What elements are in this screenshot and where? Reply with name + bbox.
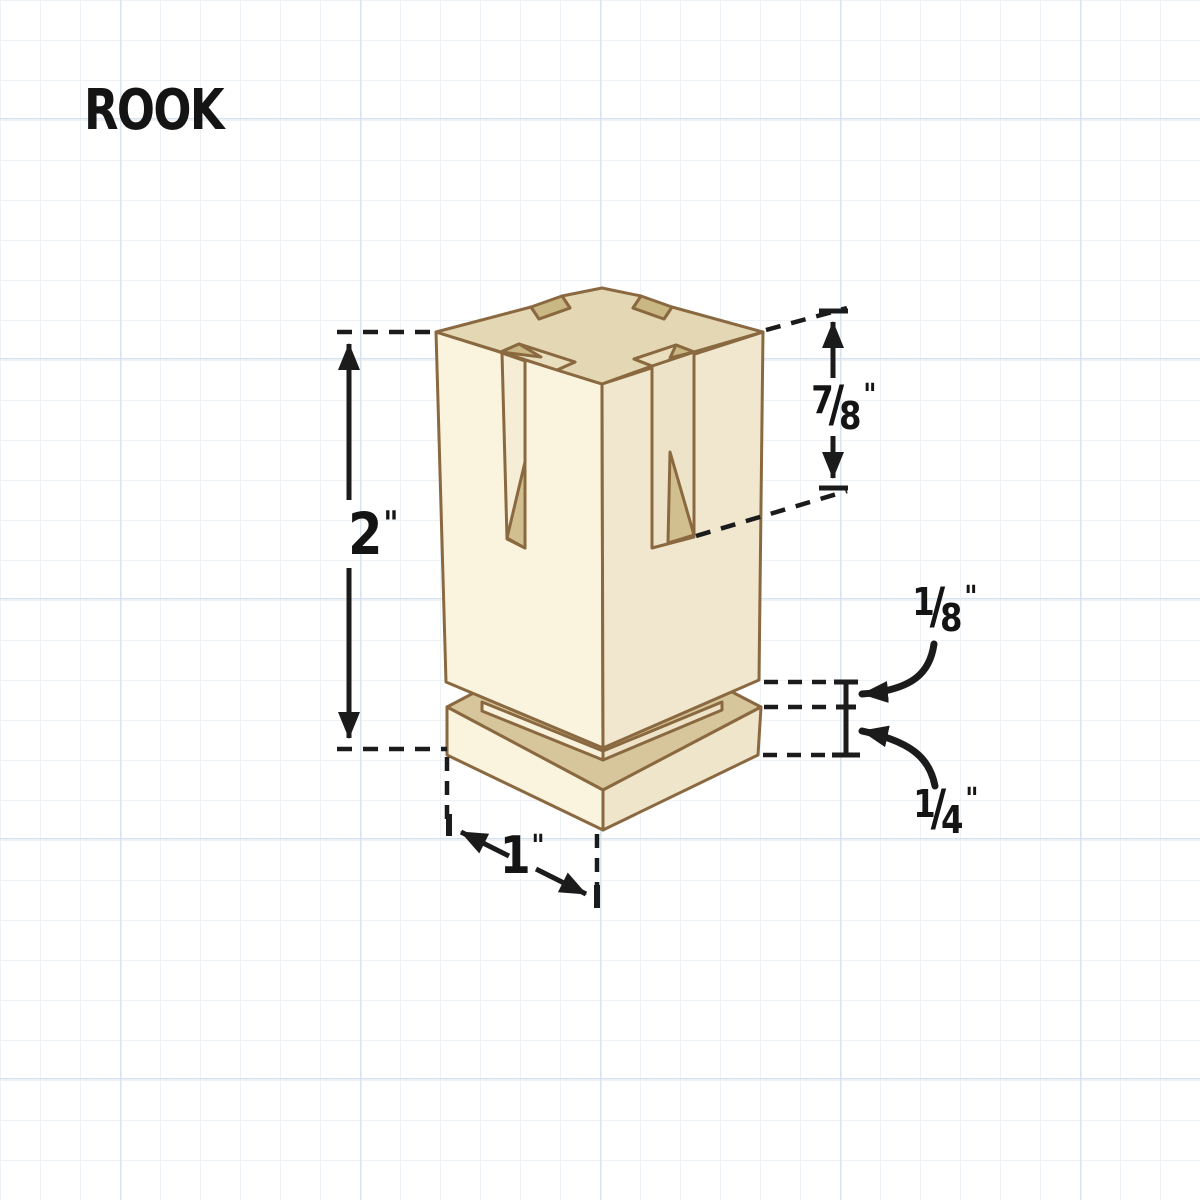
base-unit: " [965,782,978,817]
notch-denominator: 8 [839,394,862,438]
height-unit: " [383,504,398,544]
dimension-arrow-left [459,829,511,859]
label-width-1in: 1" [496,830,546,882]
extension-line [765,305,848,333]
crenellation-notches [499,294,696,372]
dimension-height-2in [337,329,447,752]
curved-arrow-1-4in [858,725,939,790]
base-slash: / [930,779,947,837]
back-right-notch [631,294,674,321]
dimension-notch-7-8in [695,305,848,539]
notch-numerator: 7 [811,378,834,422]
label-reveal-1-8in: 1/8" [907,577,982,640]
main-block [434,286,765,750]
width-value: 1 [499,826,531,886]
reveal-numerator: 1 [912,580,935,624]
left-kerf-groove [500,351,527,550]
curved-arrow-1-8in [858,640,938,703]
label-base-1-4in: 1/4" [908,779,983,842]
base-front-right-face [601,705,763,832]
front-left-notch-wall [499,342,543,359]
label-notch-7-8in: 7/8" [806,375,881,438]
page-title: ROOK [84,78,225,143]
back-left-notch [529,294,572,321]
front-right-notch-wall [668,343,696,360]
plate-front-right-edge [601,700,724,762]
notch-slash: / [828,375,845,433]
base-numerator: 1 [913,782,936,826]
right-kerf-wedge [666,450,696,545]
reveal-slash: / [929,577,946,635]
left-kerf-wedge [505,460,527,550]
right-kerf-groove [650,350,696,550]
extension-line [695,488,848,539]
height-value: 2 [348,500,383,568]
dimension-annotations [337,305,939,908]
reveal-plate [480,700,724,762]
base-denominator: 4 [941,798,964,842]
reveal-unit: " [964,580,977,615]
rook-figure [434,286,765,832]
dimension-width-1in [444,757,600,908]
reveal-denominator: 8 [940,596,963,640]
notch-unit: " [863,378,876,413]
width-unit: " [531,829,544,864]
dimension-arrow-right [534,866,588,897]
label-height-2in: 2" [344,505,400,563]
dimension-reveal-and-base [763,640,939,790]
